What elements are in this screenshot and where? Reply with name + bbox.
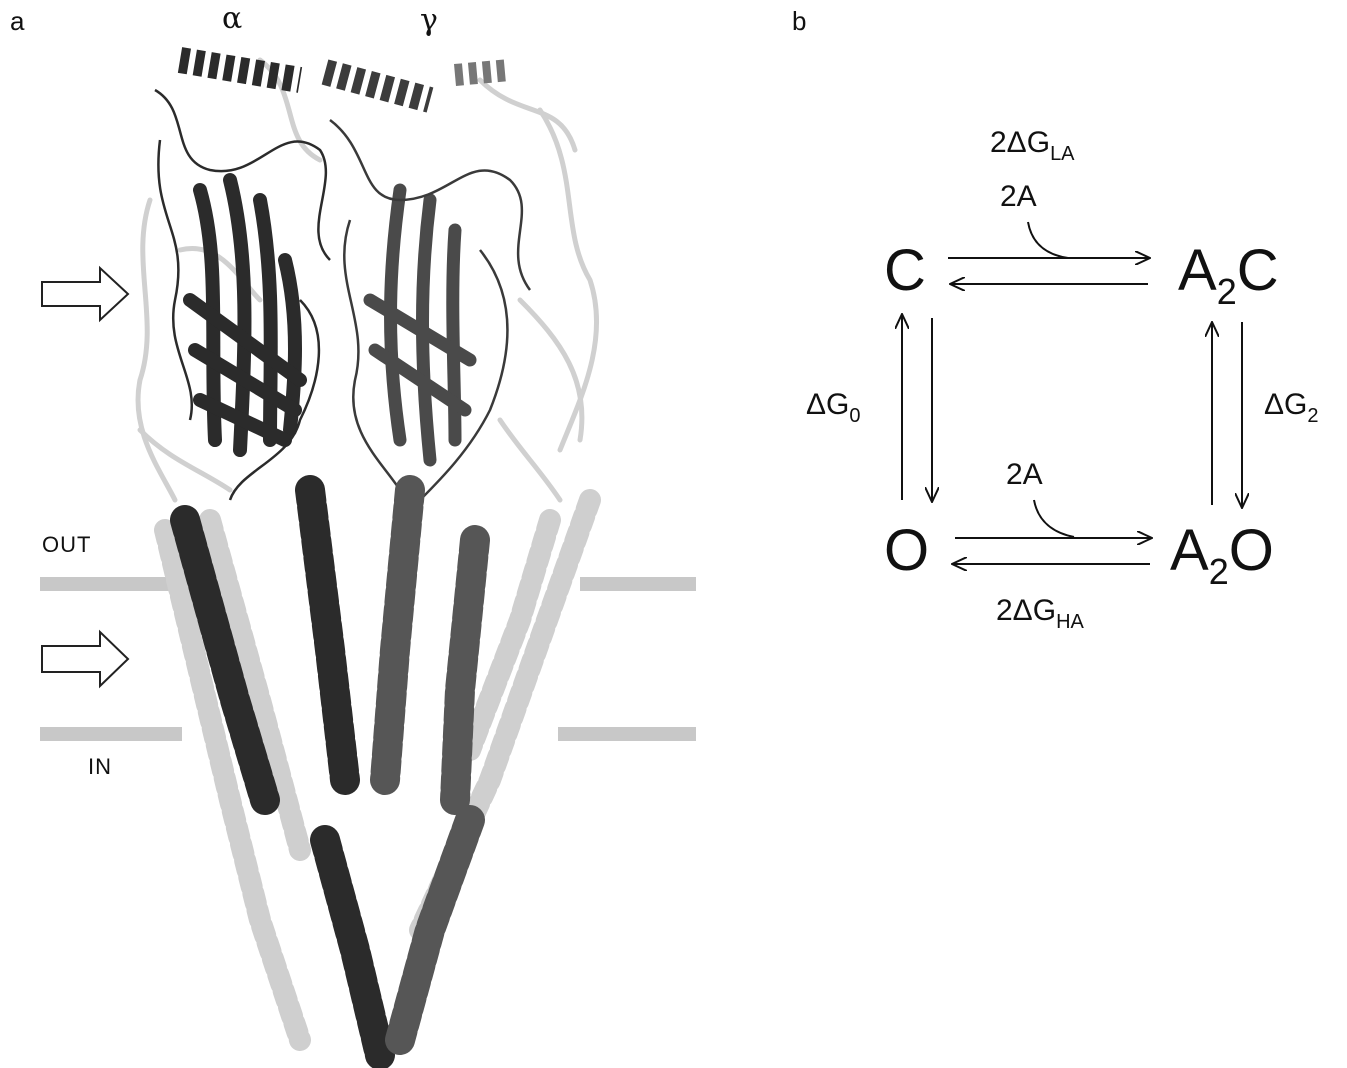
reagent-hook-top bbox=[1028, 222, 1068, 258]
energy-right: ΔG2 bbox=[1264, 390, 1319, 426]
reagent-top: 2A bbox=[1000, 182, 1037, 212]
reagent-hook-bottom bbox=[1034, 500, 1074, 537]
energy-top: 2ΔGLA bbox=[990, 128, 1075, 164]
state-a2o: A2O bbox=[1170, 522, 1274, 590]
energy-bottom: 2ΔGHA bbox=[996, 596, 1084, 632]
panel-b-letter: b bbox=[792, 8, 806, 34]
state-c: C bbox=[884, 242, 926, 300]
reagent-bottom: 2A bbox=[1006, 460, 1043, 490]
energy-left: ΔG0 bbox=[806, 390, 861, 426]
state-o: O bbox=[884, 522, 929, 580]
state-a2c: A2C bbox=[1178, 242, 1279, 310]
